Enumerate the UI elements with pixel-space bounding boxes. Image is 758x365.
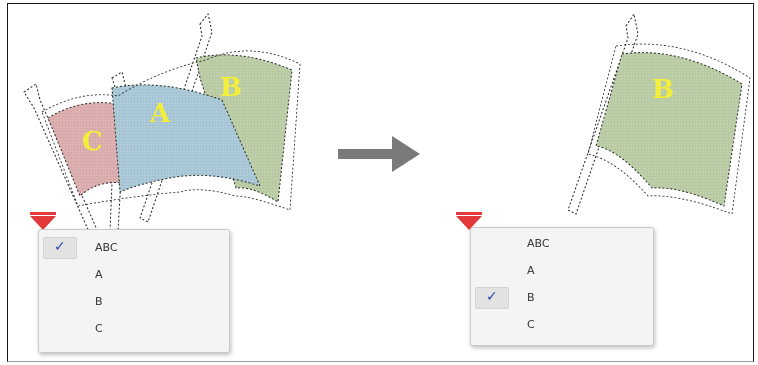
menu-item-label: C xyxy=(95,322,103,335)
menu-item-abc[interactable]: ✓ ABC xyxy=(39,236,229,260)
checkmark-icon: ✓ xyxy=(486,289,498,305)
layer-dropdown-trigger-left[interactable] xyxy=(30,212,56,230)
menu-item-b[interactable]: ✓ B xyxy=(471,286,653,310)
flag-letter-c: C xyxy=(82,127,103,157)
menu-item-label: C xyxy=(527,318,535,331)
menu-item-label: B xyxy=(95,295,103,308)
check-cell: ✓ xyxy=(43,237,77,259)
layer-menu-left: ✓ ABC A B C xyxy=(38,229,230,353)
menu-item-label: A xyxy=(95,268,103,281)
menu-item-a[interactable]: A xyxy=(471,259,653,283)
flag-letter-a: A xyxy=(149,99,171,129)
menu-item-label: A xyxy=(527,264,535,277)
flag-pole xyxy=(23,83,99,235)
flag-outline xyxy=(587,43,751,215)
flag-group-before: C A B xyxy=(23,12,301,235)
transition-arrow-icon xyxy=(338,136,420,172)
flag-outline xyxy=(41,50,301,211)
layer-menu-right: ABC A ✓ B C xyxy=(470,227,654,346)
menu-item-abc[interactable]: ABC xyxy=(471,232,653,256)
menu-item-a[interactable]: A xyxy=(39,263,229,287)
menu-item-c[interactable]: C xyxy=(39,317,229,341)
flag-group-after: B xyxy=(567,12,751,215)
menu-item-c[interactable]: C xyxy=(471,313,653,337)
layer-dropdown-trigger-right[interactable] xyxy=(456,212,482,230)
menu-item-label: B xyxy=(527,291,535,304)
flag-letter-b: B xyxy=(220,73,242,103)
menu-item-label: ABC xyxy=(95,241,118,254)
flag-letter-b: B xyxy=(652,75,674,105)
menu-item-b[interactable]: B xyxy=(39,290,229,314)
menu-item-label: ABC xyxy=(527,237,550,250)
check-cell: ✓ xyxy=(475,287,509,309)
checkmark-icon: ✓ xyxy=(54,239,66,255)
